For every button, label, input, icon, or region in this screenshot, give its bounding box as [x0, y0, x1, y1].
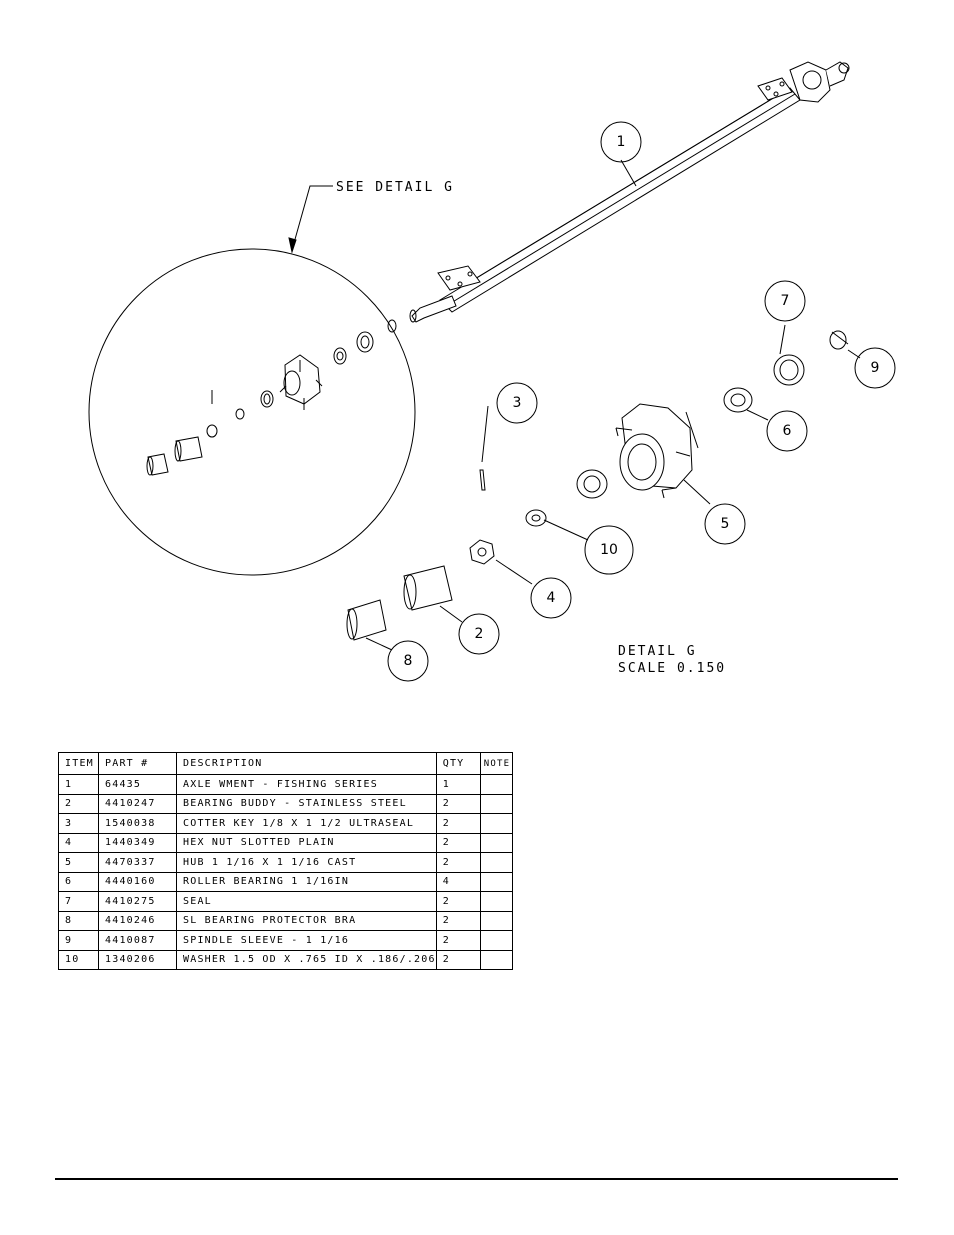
- cell-description: SEAL: [176, 891, 437, 912]
- cell-item: 9: [58, 930, 99, 951]
- header-note: NOTE: [479, 752, 513, 775]
- leader-lines: [365, 159, 861, 651]
- cell-qty: 2: [435, 930, 481, 951]
- part-bearing-protector: [346, 599, 387, 641]
- balloon-circles: [387, 121, 896, 682]
- part-hex-nut: [469, 539, 495, 565]
- part-cotter-key: [479, 469, 486, 491]
- cell-description: HEX NUT SLOTTED PLAIN: [176, 832, 437, 853]
- cell-item: 8: [58, 910, 99, 931]
- cell-part: 64435: [98, 774, 177, 795]
- cell-note: [479, 910, 513, 931]
- cell-item: 7: [58, 891, 99, 912]
- balloon-5: 5: [721, 516, 730, 532]
- header-qty: QTY: [435, 752, 481, 775]
- cell-description: AXLE WMENT - FISHING SERIES: [176, 774, 437, 795]
- cell-note: [479, 891, 513, 912]
- cell-note: [479, 813, 513, 834]
- cell-note: [479, 832, 513, 853]
- part-bearing-buddy: [403, 565, 453, 611]
- footer-rule: [55, 1178, 898, 1180]
- see-detail-label: SEE DETAIL G: [336, 180, 454, 195]
- cell-part: 4410087: [98, 930, 177, 951]
- cell-part: 1340206: [98, 949, 177, 970]
- cell-qty: 2: [435, 949, 481, 970]
- part-seal: [773, 354, 805, 386]
- cell-qty: 4: [435, 871, 481, 892]
- table-header-row: ITEM PART # DESCRIPTION QTY NOTE: [58, 752, 513, 775]
- cell-note: [479, 949, 513, 970]
- cell-note: [479, 774, 513, 795]
- part-spindle-sleeve: [829, 330, 849, 350]
- cell-note: [479, 852, 513, 873]
- balloon-2: 2: [475, 626, 484, 642]
- cell-description: COTTER KEY 1/8 X 1 1/2 ULTRASEAL: [176, 813, 437, 834]
- cell-qty: 2: [435, 793, 481, 814]
- cell-part: 1440349: [98, 832, 177, 853]
- cell-item: 5: [58, 852, 99, 873]
- cell-item: 3: [58, 813, 99, 834]
- cell-description: SPINDLE SLEEVE - 1 1/16: [176, 930, 437, 951]
- balloon-9: 9: [871, 360, 880, 376]
- cell-part: 4470337: [98, 852, 177, 873]
- cell-qty: 2: [435, 910, 481, 931]
- exploded-assembly-drawing: 1 2 3 4 5 6 7 8 9 10 SEE DETAIL G DETAIL…: [88, 61, 896, 682]
- cell-item: 6: [58, 871, 99, 892]
- detail-g-parts: [146, 319, 397, 476]
- part-roller-bearing-inner: [576, 469, 608, 499]
- cell-description: SL BEARING PROTECTOR BRA: [176, 910, 437, 931]
- detail-scale: SCALE 0.150: [618, 661, 726, 676]
- balloon-7: 7: [781, 293, 790, 309]
- cell-qty: 2: [435, 813, 481, 834]
- cell-description: ROLLER BEARING 1 1/16IN: [176, 871, 437, 892]
- cell-qty: 2: [435, 852, 481, 873]
- cell-description: BEARING BUDDY - STAINLESS STEEL: [176, 793, 437, 814]
- header-part-number: PART #: [98, 752, 177, 775]
- cell-description: WASHER 1.5 OD X .765 ID X .186/.206: [176, 949, 437, 970]
- cell-qty: 2: [435, 891, 481, 912]
- cell-note: [479, 871, 513, 892]
- detail-g-circle: [88, 248, 416, 576]
- part-roller-bearing-outer: [723, 387, 753, 413]
- cell-qty: 1: [435, 774, 481, 795]
- balloon-4: 4: [547, 590, 556, 606]
- part-washer: [525, 509, 547, 527]
- cell-part: 4440160: [98, 871, 177, 892]
- header-description: DESCRIPTION: [176, 752, 437, 775]
- cell-part: 1540038: [98, 813, 177, 834]
- cell-note: [479, 793, 513, 814]
- cell-description: HUB 1 1/16 X 1 1/16 CAST: [176, 852, 437, 873]
- balloon-1: 1: [617, 134, 626, 150]
- balloon-10: 10: [600, 542, 618, 558]
- cell-item: 1: [58, 774, 99, 795]
- header-item: ITEM: [58, 752, 99, 775]
- detail-leader: [288, 185, 333, 254]
- balloon-8: 8: [404, 653, 413, 669]
- detail-title: DETAIL G: [618, 644, 697, 659]
- cell-item: 10: [58, 949, 99, 970]
- cell-item: 2: [58, 793, 99, 814]
- part-hub: [615, 403, 699, 499]
- cell-item: 4: [58, 832, 99, 853]
- cell-part: 4410275: [98, 891, 177, 912]
- cell-qty: 2: [435, 832, 481, 853]
- balloon-3: 3: [513, 395, 522, 411]
- balloon-6: 6: [783, 423, 792, 439]
- cell-note: [479, 930, 513, 951]
- cell-part: 4410246: [98, 910, 177, 931]
- cell-part: 4410247: [98, 793, 177, 814]
- axle-tube: [409, 61, 850, 323]
